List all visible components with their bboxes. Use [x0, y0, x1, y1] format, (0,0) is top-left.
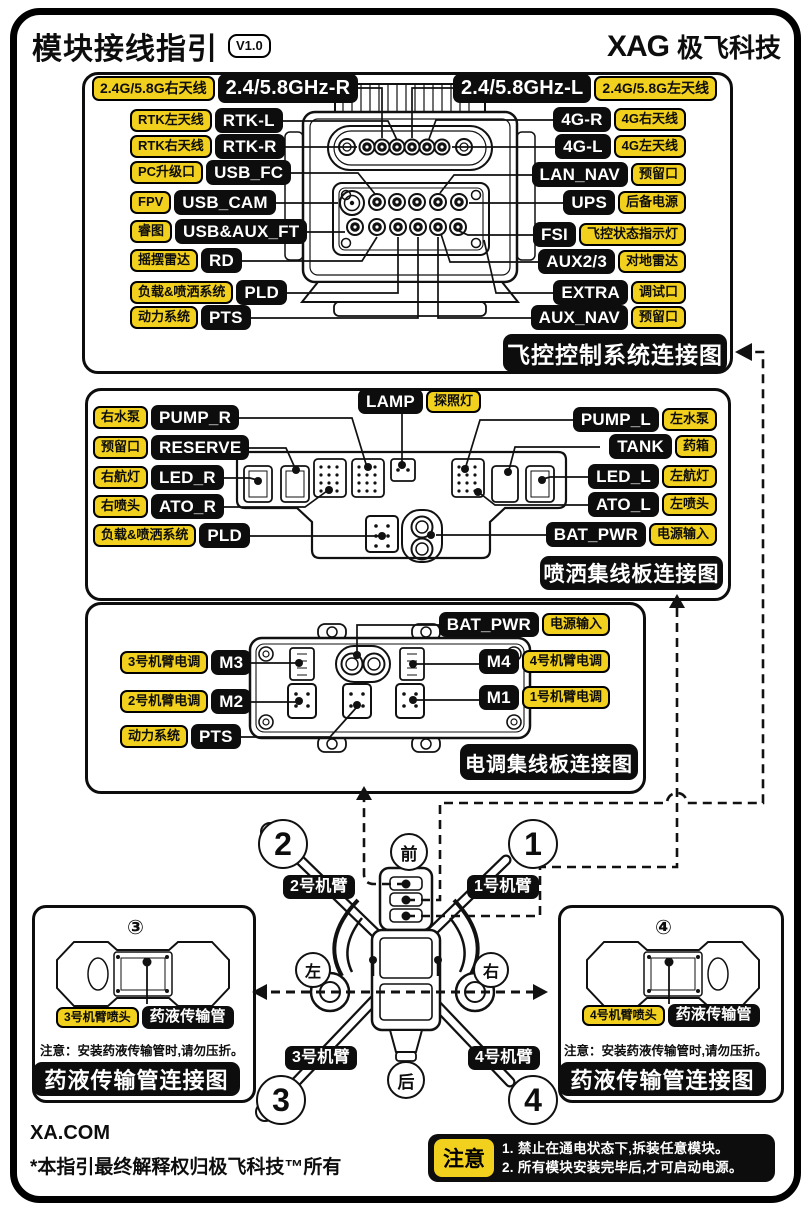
- footer-site: XA.COM: [30, 1122, 110, 1144]
- hose-arm-right-drawing: [586, 941, 760, 1007]
- label-arm-2: 2号机臂: [283, 875, 355, 899]
- label-arm-3: 3号机臂: [285, 1046, 357, 1070]
- hose-left-title: 药液传输管连接图: [33, 1062, 240, 1096]
- label-arm-4: 4号机臂: [468, 1046, 540, 1070]
- spray-board-drawing: [235, 450, 568, 563]
- hose-left-note: 注意：安装药液传输管时,请勿压折。: [40, 1044, 244, 1058]
- spray-leader-lines: [197, 412, 600, 540]
- footer-disclaimer: *本指引最终解释权归极飞科技™所有: [30, 1157, 342, 1178]
- fc-panel-title: 飞控控制系统连接图: [503, 334, 727, 372]
- esc-board-drawing: [248, 623, 532, 753]
- esc-leader-lines: [227, 624, 505, 738]
- arm-number-4: 4: [508, 1075, 558, 1125]
- hose-right-number: ④: [655, 917, 672, 939]
- hose-left-number: ③: [127, 917, 144, 939]
- brand-logo-text: XAG: [606, 29, 670, 63]
- direction-left: 左: [295, 952, 331, 988]
- panel-hose-left: [32, 905, 256, 1103]
- arm-number-1: 1: [508, 819, 558, 869]
- notice-line-2: 2. 所有模块安装完毕后,才可启动电源。: [502, 1160, 743, 1175]
- hose-arm-left-drawing: [56, 941, 230, 1007]
- hose-right-label: 4号机臂喷头药液传输管: [582, 1004, 760, 1027]
- fc-port-connectors: [339, 190, 468, 236]
- hose-right-note: 注意：安装药液传输管时,请勿压折。: [564, 1044, 768, 1058]
- notice-text: 1. 禁止在通电状态下,拆装任意模块。 2. 所有模块安装完毕后,才可启动电源。: [502, 1139, 743, 1177]
- page-title: 模块接线指引: [32, 33, 218, 66]
- panel-hose-right: [558, 905, 784, 1103]
- arm-number-2: 2: [258, 819, 308, 869]
- header: 模块接线指引 V1.0: [32, 24, 271, 68]
- spray-panel-title: 喷洒集线板连接图: [540, 556, 723, 590]
- notice-line-1: 1. 禁止在通电状态下,拆装任意模块。: [502, 1141, 729, 1156]
- hose-right-title: 药液传输管连接图: [559, 1062, 766, 1096]
- label-arm-1: 1号机臂: [467, 875, 539, 899]
- route-arrowheads: [252, 343, 752, 1000]
- direction-back: 后: [387, 1061, 425, 1099]
- fc-device-drawing: [284, 83, 536, 317]
- hose-left-label: 3号机臂喷头药液传输管: [56, 1006, 234, 1029]
- arm-number-3: 3: [256, 1075, 306, 1125]
- page-border: [10, 8, 801, 1203]
- direction-right: 右: [473, 952, 509, 988]
- direction-front: 前: [390, 833, 428, 871]
- fc-antenna-connectors: [338, 138, 473, 156]
- brand-name: 极飞科技: [676, 33, 781, 63]
- notice-badge: 注意: [434, 1139, 494, 1177]
- version-badge: V1.0: [228, 34, 271, 58]
- panel-flight-control: [82, 72, 733, 374]
- esc-panel-title: 电调集线板连接图: [460, 744, 638, 780]
- footer-notice: 注意 1. 禁止在通电状态下,拆装任意模块。 2. 所有模块安装完毕后,才可启动…: [428, 1134, 775, 1182]
- brand-logo: XAG 极飞科技: [607, 28, 781, 65]
